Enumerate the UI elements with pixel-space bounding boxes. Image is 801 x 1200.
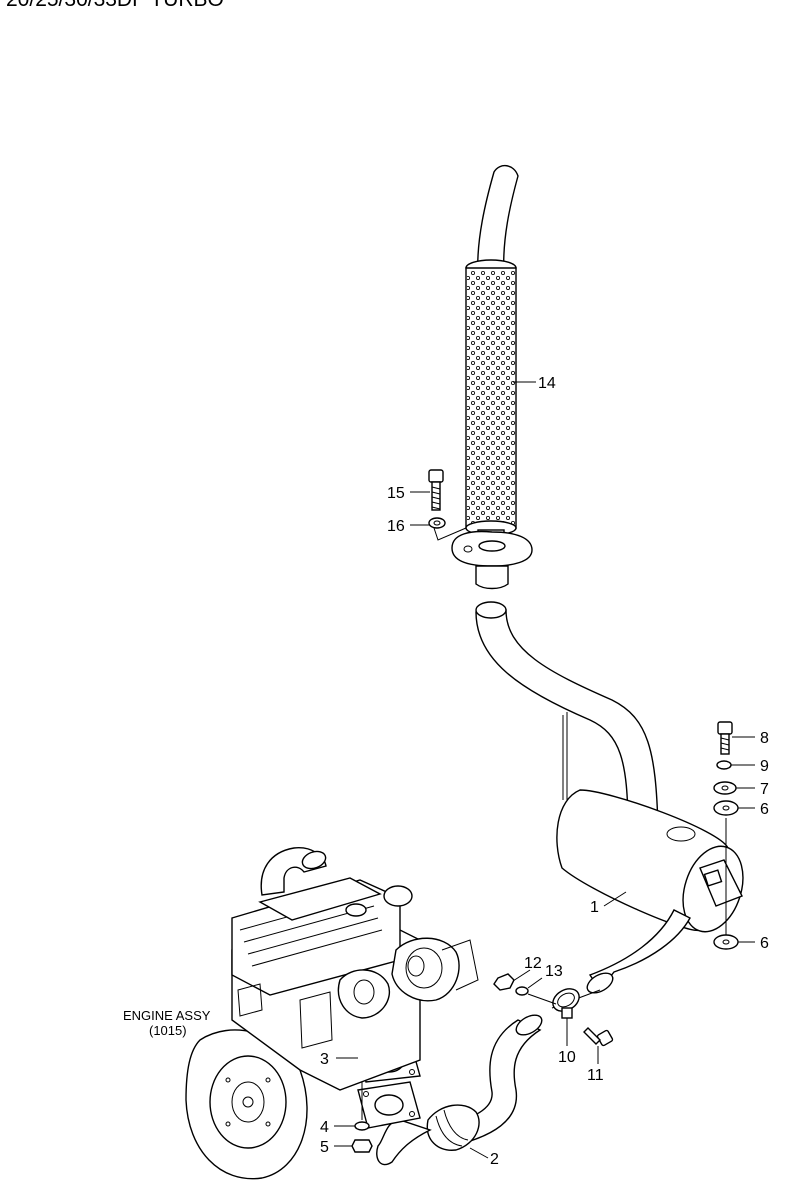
callout-6-upper: 6 <box>760 801 769 818</box>
part-6-mount-upper <box>713 800 739 816</box>
part-7-washer <box>713 781 737 795</box>
callout-10: 10 <box>558 1049 576 1066</box>
engine-assembly <box>185 847 479 1180</box>
engine-assy-code: (1015) <box>149 1023 187 1038</box>
callout-9: 9 <box>760 758 769 775</box>
callout-15: 15 <box>387 485 405 502</box>
callout-3: 3 <box>320 1051 329 1068</box>
part-16-washer <box>428 517 446 529</box>
part-11-bolt <box>583 1027 614 1047</box>
part-13-washer <box>515 986 557 1005</box>
callout-4: 4 <box>320 1119 329 1136</box>
page-title: 20/25/30/33DF TURBO <box>6 0 224 11</box>
part-8-bolt <box>717 721 733 755</box>
callout-2: 2 <box>490 1151 499 1168</box>
callout-14: 14 <box>538 375 556 392</box>
part-5-nut <box>351 1139 373 1153</box>
part-9-spring-washer <box>716 760 732 770</box>
part-2-exhaust-pipe <box>357 989 601 1166</box>
callout-6-lower: 6 <box>760 935 769 952</box>
part-14-tail-pipe <box>433 165 533 590</box>
part-15-bolt <box>428 469 444 511</box>
callout-11: 11 <box>587 1067 604 1084</box>
callout-5: 5 <box>320 1139 329 1156</box>
callout-12: 12 <box>524 955 542 972</box>
part-12-nut <box>493 973 515 991</box>
engine-assy-label: ENGINE ASSY <box>123 1008 211 1023</box>
leader-lines <box>334 381 755 1159</box>
callout-8: 8 <box>760 730 769 747</box>
callout-13: 13 <box>545 963 563 980</box>
part-4-washer <box>354 1121 370 1131</box>
part-10-clamp <box>552 988 580 1019</box>
callout-1: 1 <box>590 899 599 916</box>
part-1-muffler <box>475 601 744 994</box>
callout-16: 16 <box>387 518 405 535</box>
part-6-mount-lower <box>713 818 739 950</box>
callout-7: 7 <box>760 781 769 798</box>
